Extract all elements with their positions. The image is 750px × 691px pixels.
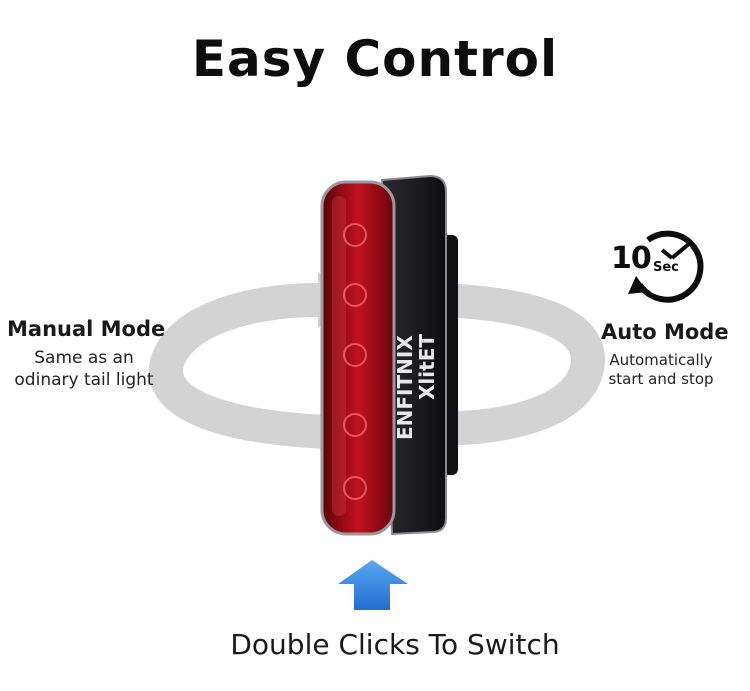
up-arrow-icon — [338, 560, 408, 610]
tail-light-device: ENFITNIX XlitET — [320, 174, 458, 536]
manual-desc-line1: Same as an — [34, 348, 134, 368]
device-model: XlitET — [415, 334, 439, 400]
device-brand: ENFITNIX — [393, 335, 417, 440]
manual-mode-description: Same as an odinary tail light — [4, 347, 164, 391]
manual-mode-title: Manual Mode — [7, 317, 166, 341]
auto-desc-line2: start and stop — [608, 370, 714, 388]
auto-mode-title: Auto Mode — [601, 320, 729, 344]
timer-number: 10 — [611, 241, 652, 276]
timer-unit: Sec — [653, 260, 679, 275]
auto-desc-line1: Automatically — [609, 351, 713, 369]
auto-mode-description: Automatically start and stop — [601, 351, 721, 389]
clock-timer-icon — [628, 230, 704, 303]
manual-desc-line2: odinary tail light — [14, 370, 154, 390]
switch-instruction: Double Clicks To Switch — [230, 628, 560, 661]
page-title: Easy Control — [191, 30, 559, 88]
led-lens-icon — [343, 223, 367, 500]
